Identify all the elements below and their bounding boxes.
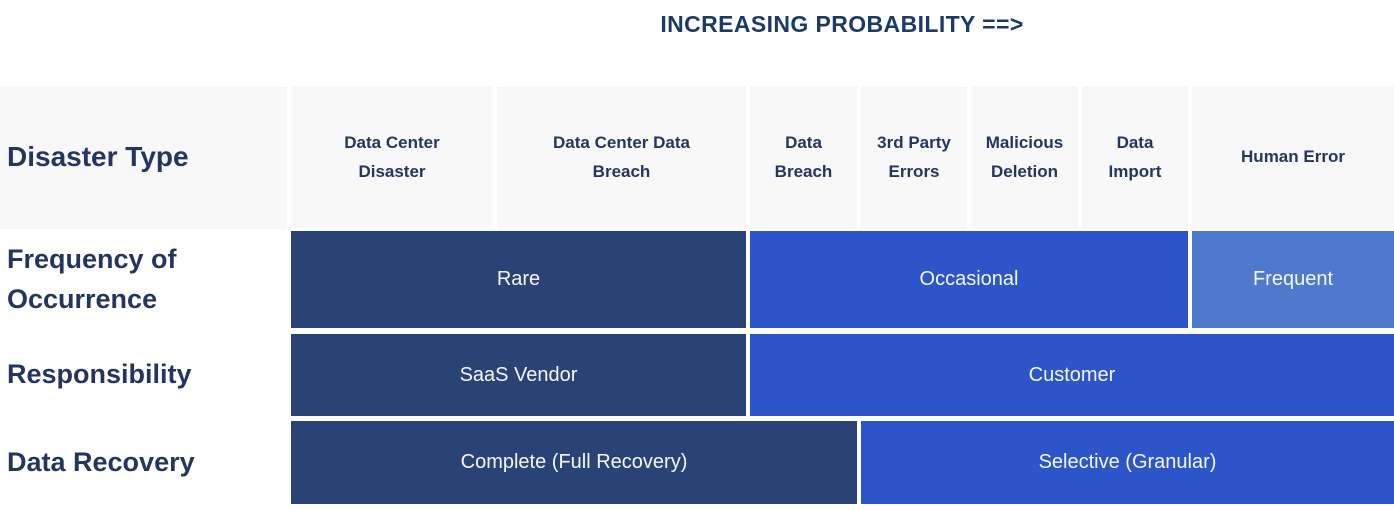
row-label-responsibility: Responsibility [0,334,287,416]
recovery-cell-selective-granular: Selective (Granular) [861,421,1394,504]
frequency-cell-rare: Rare [291,231,746,328]
row-label-data-recovery: Data Recovery [0,421,287,504]
responsibility-cell-saas-vendor: SaaS Vendor [291,334,746,416]
frequency-cell-occasional: Occasional [750,231,1188,328]
column-header-data-import: Data Import [1082,86,1188,229]
responsibility-cell-customer: Customer [750,334,1394,416]
frequency-cell-frequent: Frequent [1192,231,1394,328]
column-header-data-breach: Data Breach [750,86,857,229]
column-header-human-error: Human Error [1192,86,1394,229]
column-header-data-center-data-breach: Data Center Data Breach [497,86,746,229]
column-header-3rd-party-errors: 3rd Party Errors [861,86,967,229]
row-label-frequency-of-occurrence: Frequency of Occurrence [0,231,287,328]
column-header-malicious-deletion: Malicious Deletion [971,86,1078,229]
increasing-probability-title: INCREASING PROBABILITY ==> [660,11,1024,37]
recovery-cell-complete-full-recovery: Complete (Full Recovery) [291,421,857,504]
header-disaster-type-label: Disaster Type [0,86,287,229]
column-header-data-center-disaster: Data Center Disaster [291,86,493,229]
